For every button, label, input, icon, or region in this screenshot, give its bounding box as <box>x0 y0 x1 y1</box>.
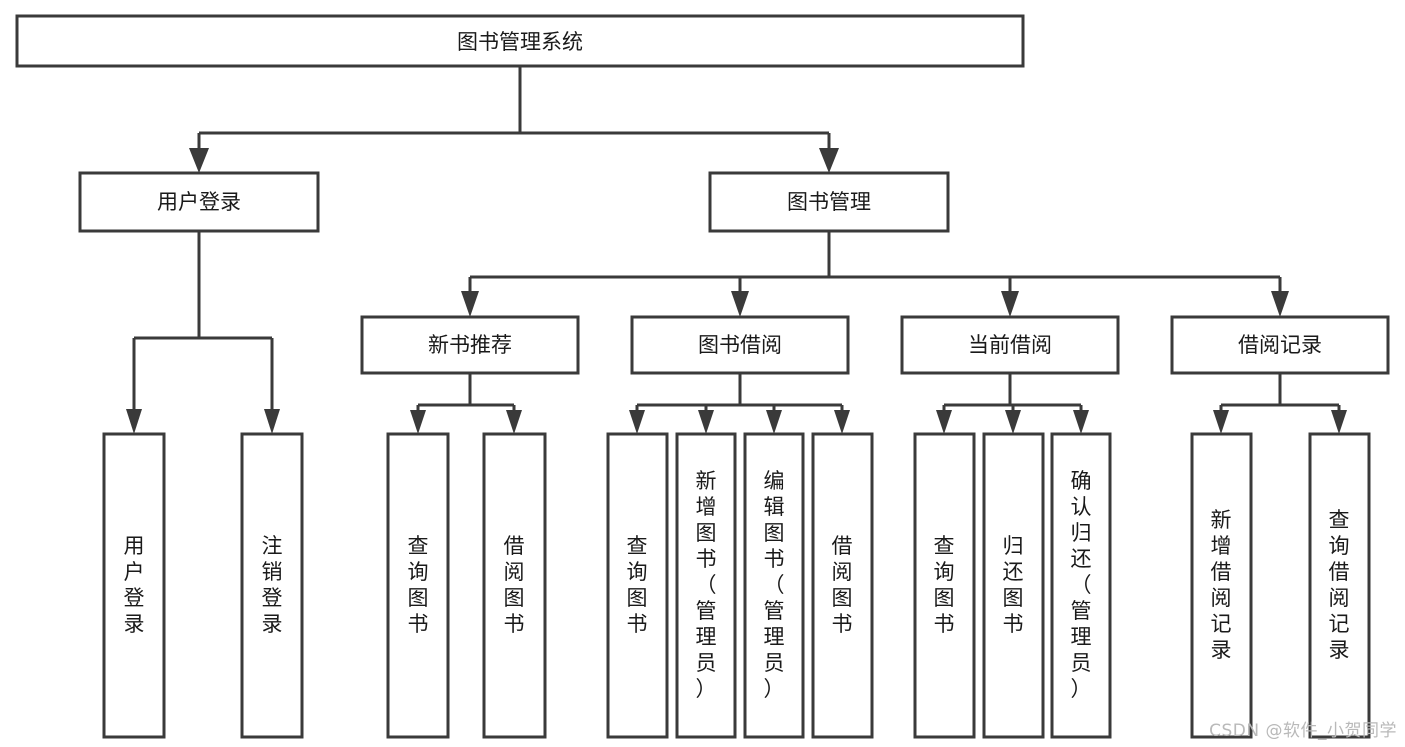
node-new-book-recommend-box[interactable] <box>360 315 580 375</box>
arrow-head-borrowrecord <box>1271 291 1289 317</box>
node-user-login-label: 用户登录 <box>157 190 241 214</box>
leaf-node-return-book-label: 归还图书 <box>1003 534 1024 636</box>
node-new-book-recommend[interactable]: 新书推荐 <box>360 315 580 375</box>
leaf-node-borrow-book-1-label: 借阅图书 <box>504 534 525 636</box>
node-borrow-record[interactable]: 借阅记录 <box>1170 315 1390 375</box>
leaf-node-query-book-2-label: 查询图书 <box>627 534 648 636</box>
leaf-node-user-login[interactable]: 用户登录 <box>102 432 166 739</box>
arrow-head-newbook <box>461 291 479 317</box>
leaf-node-query-book-2-box[interactable] <box>606 432 669 739</box>
leaf-node-user-logout-label: 注销登录 <box>262 534 283 636</box>
connector-layer <box>126 66 1347 434</box>
leaf-node-user-login-label: 用户登录 <box>124 534 145 636</box>
node-book-management-label: 图书管理 <box>787 190 871 214</box>
leaf-node-borrow-book-2-box[interactable] <box>811 432 874 739</box>
arrow-head-leaf-add-record <box>1213 410 1229 434</box>
leaf-node-add-book[interactable]: 新增图书（管理员） <box>675 432 737 739</box>
leaf-node-query-book-1[interactable]: 查询图书 <box>386 432 450 739</box>
arrow-head-leaf-return-book <box>1005 410 1021 434</box>
leaf-node-query-record-box[interactable] <box>1308 432 1371 739</box>
node-book-management[interactable]: 图书管理 <box>708 171 950 233</box>
leaf-node-query-book-3[interactable]: 查询图书 <box>913 432 976 739</box>
node-book-borrow[interactable]: 图书借阅 <box>630 315 850 375</box>
leaf-node-query-record-label: 查询借阅记录 <box>1329 508 1350 662</box>
leaf-node-add-record-box[interactable] <box>1190 432 1253 739</box>
node-new-book-recommend-label: 新书推荐 <box>428 333 512 357</box>
arrow-head-leaf-add-book <box>698 410 714 434</box>
arrow-head-leaf-borrow-book-2 <box>834 410 850 434</box>
leaf-node-query-book-1-box[interactable] <box>386 432 450 739</box>
node-current-borrow[interactable]: 当前借阅 <box>900 315 1120 375</box>
arrow-head-leaf-user-logout <box>264 409 280 434</box>
arrow-head-bookborrow <box>731 291 749 317</box>
leaf-node-borrow-book-1-box[interactable] <box>482 432 547 739</box>
node-root[interactable]: 图书管理系统 <box>15 14 1025 68</box>
arrow-head-leaf-confirm-return <box>1073 410 1089 434</box>
node-book-borrow-box[interactable] <box>630 315 850 375</box>
csdn-watermark: CSDN @软件_小贺同学 <box>1209 721 1397 741</box>
leaf-node-user-logout-box[interactable] <box>240 432 304 739</box>
arrow-head-currentborrow <box>1001 291 1019 317</box>
arrow-head-book-manage <box>819 148 839 173</box>
arrow-head-leaf-query-book-1 <box>410 410 426 434</box>
leaf-node-query-record[interactable]: 查询借阅记录 <box>1308 432 1371 739</box>
leaf-node-add-book-box[interactable] <box>675 432 737 739</box>
leaf-node-return-book[interactable]: 归还图书 <box>982 432 1045 739</box>
leaf-node-user-login-box[interactable] <box>102 432 166 739</box>
node-user-login[interactable]: 用户登录 <box>78 171 320 233</box>
leaf-node-confirm-return-box[interactable] <box>1050 432 1112 739</box>
leaf-node-borrow-book-1[interactable]: 借阅图书 <box>482 432 547 739</box>
leaf-node-query-book-3-label: 查询图书 <box>934 534 955 636</box>
leaf-node-borrow-book-2-label: 借阅图书 <box>832 534 853 636</box>
leaf-node-user-logout[interactable]: 注销登录 <box>240 432 304 739</box>
leaf-node-confirm-return[interactable]: 确认归还（管理员） <box>1050 432 1112 739</box>
leaf-node-query-book-3-box[interactable] <box>913 432 976 739</box>
node-borrow-record-label: 借阅记录 <box>1238 333 1322 357</box>
node-current-borrow-box[interactable] <box>900 315 1120 375</box>
node-book-management-box[interactable] <box>708 171 950 233</box>
leaf-node-confirm-return-label: 确认归还（管理员） <box>1071 469 1092 701</box>
arrow-head-leaf-query-book-3 <box>936 410 952 434</box>
node-root-label: 图书管理系统 <box>457 30 583 54</box>
leaf-node-edit-book[interactable]: 编辑图书（管理员） <box>743 432 805 739</box>
node-borrow-record-box[interactable] <box>1170 315 1390 375</box>
leaf-node-add-book-label: 新增图书（管理员） <box>696 469 717 701</box>
arrow-head-leaf-query-book-2 <box>629 410 645 434</box>
leaf-node-return-book-box[interactable] <box>982 432 1045 739</box>
leaf-node-borrow-book-2[interactable]: 借阅图书 <box>811 432 874 739</box>
leaf-node-query-book-2[interactable]: 查询图书 <box>606 432 669 739</box>
arrow-head-leaf-borrow-book-1 <box>506 410 522 434</box>
node-user-login-box[interactable] <box>78 171 320 233</box>
arrow-head-leaf-query-record <box>1331 410 1347 434</box>
leaf-node-query-book-1-label: 查询图书 <box>408 534 429 636</box>
node-current-borrow-label: 当前借阅 <box>968 333 1052 357</box>
arrow-head-leaf-user-login <box>126 409 142 434</box>
arrow-head-user-login <box>189 148 209 173</box>
node-book-borrow-label: 图书借阅 <box>698 333 782 357</box>
arrow-head-leaf-edit-book <box>766 410 782 434</box>
leaf-node-add-record-label: 新增借阅记录 <box>1211 508 1232 662</box>
leaf-node-add-record[interactable]: 新增借阅记录 <box>1190 432 1253 739</box>
leaf-node-edit-book-box[interactable] <box>743 432 805 739</box>
node-root-box[interactable] <box>15 14 1025 68</box>
leaf-node-edit-book-label: 编辑图书（管理员） <box>764 469 785 701</box>
